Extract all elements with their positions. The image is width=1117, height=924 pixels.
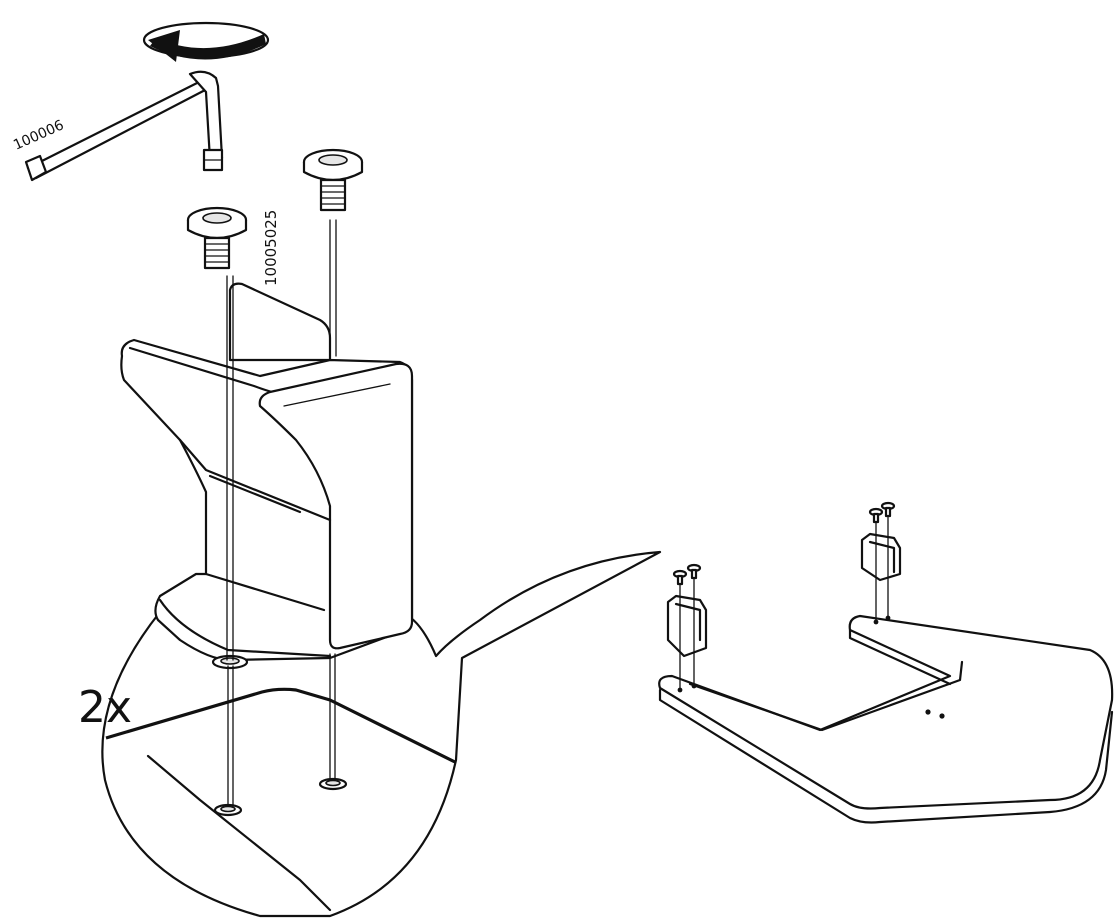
allen-key-icon [24, 70, 224, 182]
screw-icon [186, 206, 248, 270]
screw-icon [868, 507, 884, 524]
screw-part-label: 10005025 [262, 210, 280, 286]
bracket-icon [860, 515, 902, 623]
screw-icon [686, 563, 702, 580]
allen-key-part-label: 100006 [11, 117, 66, 153]
screw-icon [880, 501, 896, 518]
mounting-surface [105, 687, 456, 912]
base-frame-icon [658, 614, 1114, 824]
callout-icon [101, 550, 662, 918]
rotate-arrow-icon [142, 21, 270, 62]
screw-icon [672, 569, 688, 586]
alignment-lines [226, 219, 337, 807]
screw-icon [302, 148, 364, 212]
quantity-label: 2x [78, 682, 132, 733]
bracket-icon [666, 577, 708, 691]
bracket-icon [120, 282, 414, 670]
